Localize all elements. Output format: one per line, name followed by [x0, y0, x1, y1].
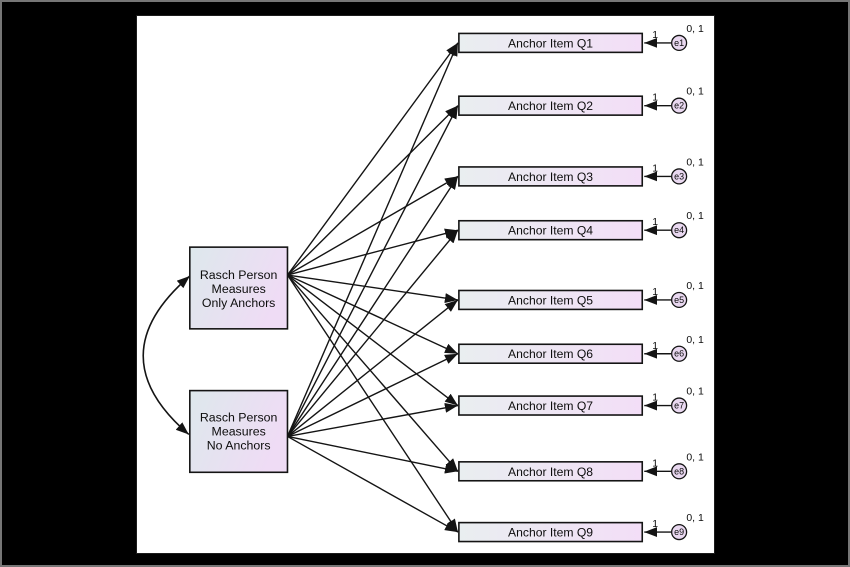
path-onlyanchors-q2 — [286, 105, 459, 276]
loading-value: 1 — [652, 163, 658, 174]
error-variance-label: 0, 1 — [686, 387, 704, 398]
path-noanchors-q2 — [286, 105, 459, 437]
observed-variable-box — [458, 95, 644, 116]
error-term-circle — [670, 397, 688, 414]
error-variance-label: 0, 1 — [686, 87, 704, 98]
path-noanchors-q3 — [286, 176, 459, 437]
error-term-circle — [670, 168, 688, 185]
error-term-label: e5 — [674, 295, 684, 305]
observed-variable-box — [458, 166, 644, 187]
error-term-label: e2 — [674, 101, 684, 111]
observed-variable-box — [458, 32, 644, 54]
indicator-q8: Anchor Item Q8 1 e8 0, 1 — [458, 452, 704, 482]
error-term-label: e6 — [674, 349, 684, 359]
error-term-circle — [670, 463, 688, 480]
path-noanchors-q6 — [287, 353, 459, 438]
error-term-circle — [670, 97, 688, 114]
error-variance-label: 0, 1 — [686, 281, 704, 292]
observed-variable-label: Anchor Item Q6 — [508, 347, 593, 361]
loading-value: 1 — [652, 30, 658, 41]
error-term-label: e4 — [674, 225, 684, 235]
path-onlyanchors-q1 — [286, 42, 459, 276]
observed-variable-label: Anchor Item Q1 — [508, 36, 593, 50]
error-variance-label: 0, 1 — [686, 513, 704, 524]
loading-value: 1 — [652, 287, 658, 298]
loading-value: 1 — [652, 93, 658, 104]
path-onlyanchors-q3 — [287, 175, 459, 276]
latent-label-line: Measures — [212, 282, 266, 296]
error-variance-label: 0, 1 — [686, 335, 704, 346]
loading-value: 1 — [652, 519, 658, 530]
path-onlyanchors-q7 — [287, 274, 459, 407]
observed-variable-box — [458, 289, 644, 311]
indicator-q3: Anchor Item Q3 1 e3 0, 1 — [458, 157, 704, 187]
error-term-circle — [670, 222, 688, 239]
latent-label-line: Measures — [212, 424, 266, 438]
observed-variable-label: Anchor Item Q3 — [508, 170, 593, 184]
path-onlyanchors-q5 — [287, 274, 458, 303]
error-variance-label: 0, 1 — [686, 211, 704, 222]
path-onlyanchors-q8 — [286, 274, 459, 472]
observed-variable-box — [458, 395, 644, 416]
error-term-circle — [670, 291, 688, 309]
latent-box — [189, 246, 289, 330]
path-onlyanchors-q9 — [286, 274, 459, 533]
latent-label-line: Rasch Person — [200, 268, 278, 282]
observed-variable-label: Anchor Item Q7 — [508, 399, 593, 413]
indicator-q4: Anchor Item Q4 1 e4 0, 1 — [458, 211, 704, 241]
indicator-q2: Anchor Item Q2 1 e2 0, 1 — [458, 87, 704, 116]
observed-variable-box — [458, 521, 644, 543]
covariance-arrow — [142, 275, 191, 436]
observed-variable-label: Anchor Item Q5 — [508, 293, 593, 307]
path-noanchors-q4 — [286, 229, 459, 437]
error-term-label: e1 — [674, 38, 684, 48]
error-term-label: e7 — [674, 401, 684, 411]
indicator-q6: Anchor Item Q6 1 e6 0, 1 — [458, 335, 704, 365]
observed-variable-label: Anchor Item Q4 — [508, 224, 593, 238]
observed-variable-label: Anchor Item Q9 — [508, 526, 593, 540]
path-noanchors-q1 — [286, 42, 459, 437]
loading-value: 1 — [652, 393, 658, 404]
path-noanchors-q8 — [287, 435, 459, 474]
loading-value: 1 — [652, 217, 658, 228]
latent-only-anchors: Rasch Person Measures Only Anchors — [189, 246, 289, 330]
error-variance-label: 0, 1 — [686, 452, 704, 463]
indicator-q1: Anchor Item Q1 1 e1 0, 1 — [458, 24, 704, 54]
error-term-label: e9 — [674, 527, 684, 537]
error-variance-label: 0, 1 — [686, 24, 704, 35]
path-onlyanchors-q6 — [287, 274, 459, 355]
error-term-label: e3 — [674, 171, 684, 181]
sem-path-diagram: Rasch Person Measures Only Anchors Rasch… — [142, 24, 704, 543]
indicator-q9: Anchor Item Q9 1 e9 0, 1 — [458, 513, 704, 543]
structural-paths — [142, 42, 459, 533]
observed-variable-box — [458, 461, 644, 482]
observed-variable-label: Anchor Item Q8 — [508, 465, 593, 479]
path-onlyanchors-q4 — [287, 228, 459, 276]
indicator-q5: Anchor Item Q5 1 e5 0, 1 — [458, 281, 704, 311]
observed-variable-box — [458, 343, 644, 365]
latent-label-line: Rasch Person — [200, 410, 278, 424]
path-noanchors-q9 — [287, 435, 459, 533]
error-term-circle — [670, 523, 688, 541]
path-noanchors-q7 — [287, 402, 459, 438]
path-diagram-canvas: Rasch Person Measures Only Anchors Rasch… — [136, 15, 715, 554]
loading-value: 1 — [652, 341, 658, 352]
observed-variable-label: Anchor Item Q2 — [508, 99, 593, 113]
loading-value: 1 — [652, 458, 658, 469]
latent-no-anchors: Rasch Person Measures No Anchors — [189, 389, 289, 474]
latent-label-line: No Anchors — [207, 438, 271, 452]
error-variance-label: 0, 1 — [686, 157, 704, 168]
latent-label-line: Only Anchors — [202, 296, 275, 310]
latent-box — [189, 389, 289, 474]
error-term-label: e8 — [674, 466, 684, 476]
observed-variable-box — [458, 219, 644, 241]
error-term-circle — [670, 345, 688, 362]
path-noanchors-q5 — [287, 299, 459, 437]
indicator-q7: Anchor Item Q7 1 e7 0, 1 — [458, 387, 704, 416]
error-term-circle — [670, 34, 688, 52]
